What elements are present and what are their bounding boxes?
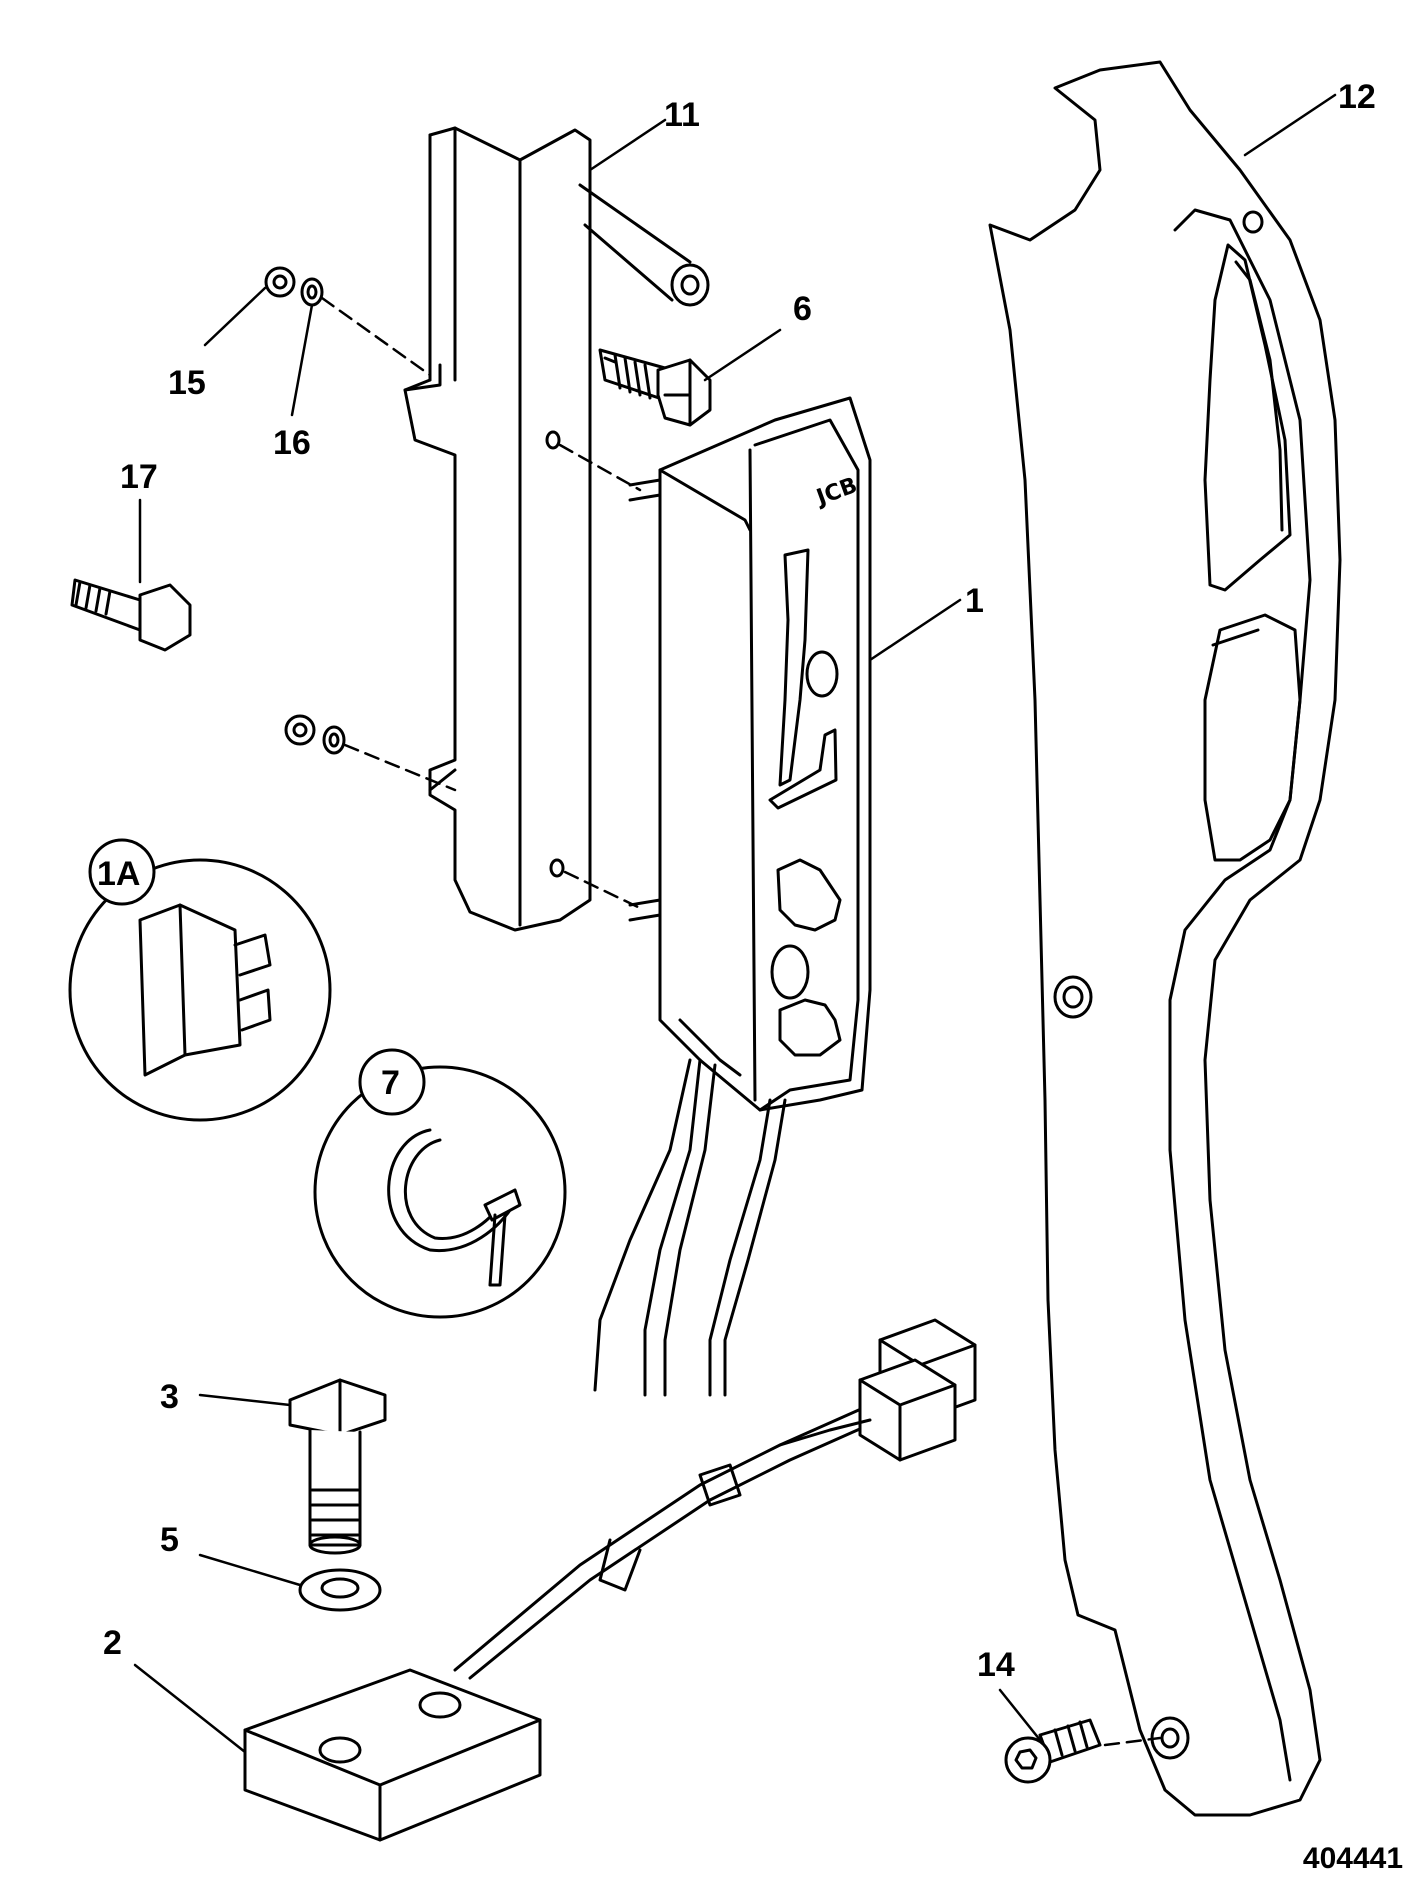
callout-11: 11	[664, 96, 700, 134]
callout-12: 12	[1338, 78, 1376, 116]
dashed-assembly-lines	[320, 296, 1162, 1747]
part-7-cable-tie-detail	[313, 1048, 567, 1319]
part-3-bolt	[288, 1378, 387, 1555]
callout-2: 2	[103, 1624, 122, 1662]
part-14-screw	[1004, 1718, 1102, 1784]
part-2-sensor	[243, 1318, 977, 1842]
callout-15: 15	[168, 364, 206, 402]
part-12-side-panel	[988, 60, 1342, 1817]
callout-1a: 1A	[97, 855, 141, 893]
callout-16: 16	[273, 424, 311, 462]
part-17-bolt	[70, 578, 192, 652]
callout-7: 7	[381, 1064, 400, 1102]
callout-17: 17	[120, 458, 158, 496]
part-15-nut	[264, 266, 316, 746]
part-16-washer	[300, 277, 346, 755]
callout-6: 6	[793, 290, 812, 328]
callout-14: 14	[977, 1646, 1015, 1684]
part-11-mounting-bracket	[403, 126, 710, 932]
part-6-bolt	[598, 348, 712, 427]
part-1a-fuse-detail	[68, 838, 332, 1122]
leader-lines	[133, 93, 1337, 1754]
callout-1: 1	[965, 582, 984, 620]
callout-3: 3	[160, 1378, 179, 1416]
callout-5: 5	[160, 1521, 179, 1559]
figure-number: 404441	[1302, 1842, 1403, 1875]
part-5-washer	[298, 1568, 382, 1612]
part-1-control-box: JCB	[593, 396, 872, 1397]
